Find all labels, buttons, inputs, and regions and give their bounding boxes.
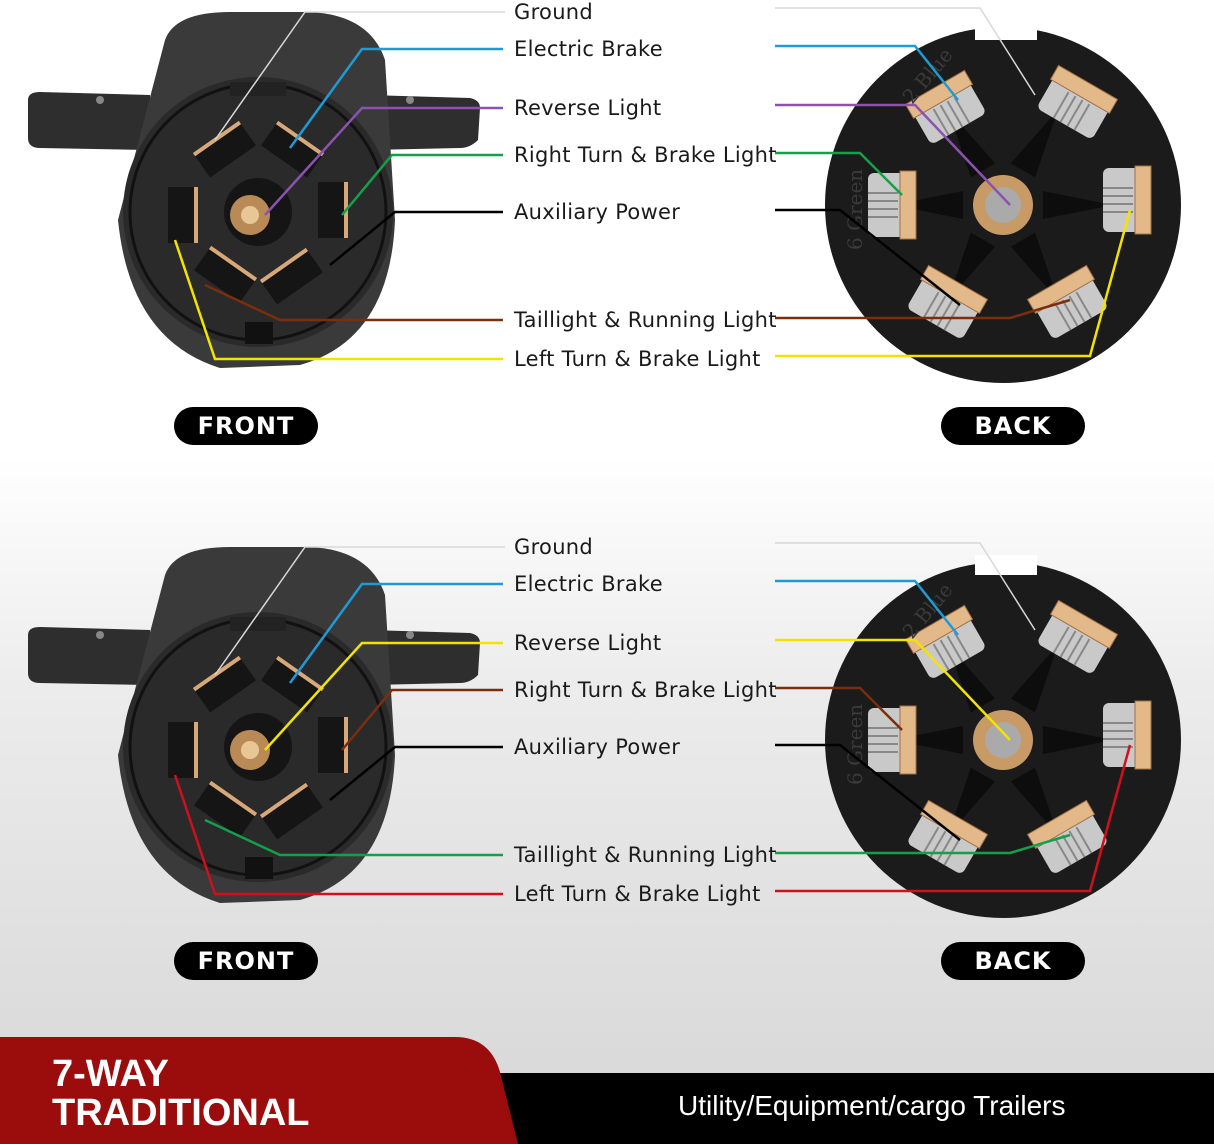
front-pin <box>261 120 325 178</box>
right-turn-brake-front-wire <box>341 688 503 751</box>
ground-front-wire <box>214 11 505 141</box>
electric-brake-back-wire <box>775 579 959 636</box>
reverse-light-back-wire <box>775 103 1011 206</box>
front-badge: FRONT <box>174 942 318 980</box>
back-terminal <box>904 604 985 678</box>
left-turn-brake-back-wire <box>775 209 1132 358</box>
front-pin <box>194 780 258 838</box>
back-terminal <box>1038 64 1119 138</box>
back-terminal <box>868 705 917 775</box>
electric-brake-back-wire <box>775 44 959 101</box>
auxiliary-power-front-wire <box>329 210 503 266</box>
mount-ear-left <box>28 627 150 685</box>
back-terminal <box>908 799 989 873</box>
electric-brake-front-wire <box>288 582 503 684</box>
electric-brake-front-wire <box>288 47 503 149</box>
emboss-text: 6 Green <box>843 169 867 250</box>
label-electric-brake: Electric Brake <box>514 572 663 596</box>
ground-front-wire <box>214 546 505 676</box>
label-taillight-running: Taillight & Running Light <box>514 308 777 332</box>
front-pin <box>259 782 323 840</box>
label-left-turn-brake: Left Turn & Brake Light <box>514 882 761 906</box>
back-badge: BACK <box>941 942 1085 980</box>
front-pin <box>318 717 348 773</box>
emboss-text: 6 Green <box>843 704 867 785</box>
front-pin <box>168 187 198 243</box>
auxiliary-power-front-wire <box>329 745 503 801</box>
label-electric-brake: Electric Brake <box>514 37 663 61</box>
ground-back-wire <box>775 7 1036 96</box>
back-badge: BACK <box>941 407 1085 445</box>
front-connector <box>28 12 480 368</box>
taillight-running-back-wire <box>775 298 1071 320</box>
reverse-light-back-wire <box>775 638 1011 741</box>
label-ground: Ground <box>514 0 594 24</box>
label-auxiliary-power: Auxiliary Power <box>514 735 681 759</box>
taillight-running-front-wire <box>204 283 503 322</box>
auxiliary-power-back-wire <box>775 743 961 841</box>
front-pin <box>168 722 198 778</box>
mount-ear-left <box>28 92 150 150</box>
left-turn-brake-front-wire <box>173 239 503 361</box>
label-right-turn-brake: Right Turn & Brake Light <box>514 678 777 702</box>
taillight-running-front-wire <box>204 818 503 857</box>
front-pin <box>261 655 325 713</box>
back-terminal <box>908 264 989 338</box>
label-ground: Ground <box>514 535 594 559</box>
label-right-turn-brake: Right Turn & Brake Light <box>514 143 777 167</box>
label-taillight-running: Taillight & Running Light <box>514 843 777 867</box>
front-badge: FRONT <box>174 407 318 445</box>
ground-back-wire <box>775 542 1036 631</box>
left-turn-brake-front-wire <box>173 774 503 896</box>
banner-subtitle: Utility/Equipment/cargo Trailers <box>678 1090 1066 1121</box>
front-pin <box>194 245 258 303</box>
front-pin <box>192 120 256 178</box>
reverse-light-front-wire <box>264 641 503 751</box>
label-reverse-light: Reverse Light <box>514 96 662 120</box>
label-left-turn-brake: Left Turn & Brake Light <box>514 347 761 371</box>
back-terminal <box>1103 165 1152 235</box>
left-turn-brake-back-wire <box>775 744 1132 893</box>
banner-title-line2: TRADITIONAL <box>52 1092 310 1134</box>
front-connector <box>28 547 480 903</box>
back-terminal <box>868 170 917 240</box>
back-terminal <box>904 69 985 143</box>
right-turn-brake-front-wire <box>341 153 503 216</box>
front-pin <box>318 182 348 238</box>
back-terminal <box>1026 799 1107 873</box>
right-turn-brake-back-wire <box>775 151 903 196</box>
label-auxiliary-power: Auxiliary Power <box>514 200 681 224</box>
front-pin <box>192 655 256 713</box>
front-pin <box>259 247 323 305</box>
reverse-light-front-wire <box>264 106 503 216</box>
banner-title-line1: 7-WAY <box>52 1053 169 1095</box>
back-terminal <box>1038 599 1119 673</box>
back-terminal <box>1103 700 1152 770</box>
banner-red-tab <box>0 1037 518 1144</box>
back-terminal <box>1026 264 1107 338</box>
taillight-running-back-wire <box>775 833 1071 855</box>
auxiliary-power-back-wire <box>775 208 961 306</box>
label-reverse-light: Reverse Light <box>514 631 662 655</box>
right-turn-brake-back-wire <box>775 686 903 731</box>
